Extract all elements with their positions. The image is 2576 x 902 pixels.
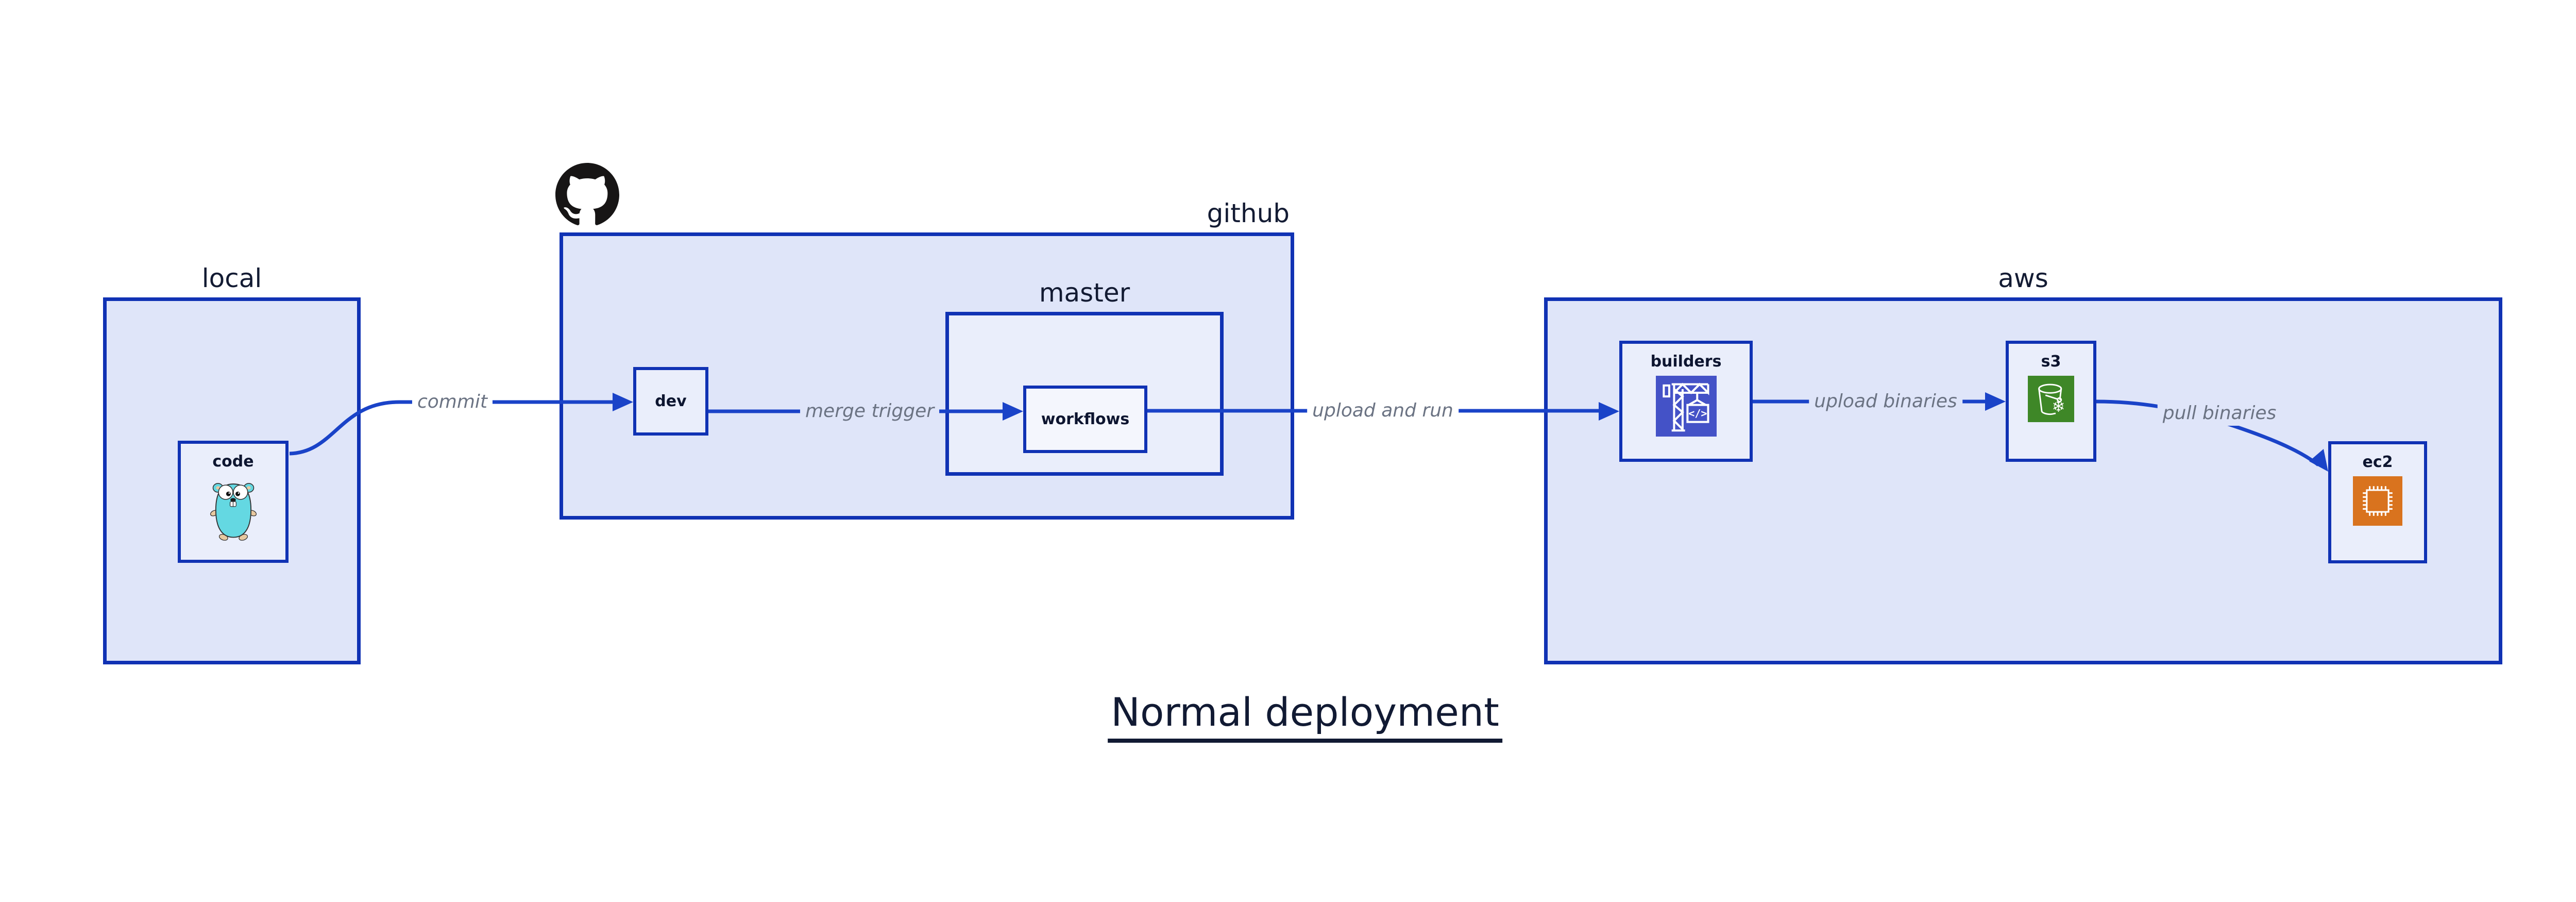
node-builders-label: builders: [1650, 353, 1722, 371]
node-s3-label: s3: [2041, 353, 2061, 371]
node-ec2-label: ec2: [2362, 453, 2393, 471]
node-workflows: workflows: [1023, 386, 1147, 453]
node-builders: builders </>: [1619, 341, 1753, 462]
bucket-snowflake-icon: ❄: [2027, 376, 2075, 424]
svg-text:❄: ❄: [2052, 398, 2065, 416]
container-label-local: local: [201, 263, 262, 293]
diagram-title: Normal deployment: [1108, 690, 1502, 743]
edge-label-upload-and-run: upload and run: [1307, 398, 1459, 423]
node-workflows-label: workflows: [1041, 410, 1130, 428]
node-code: code: [178, 441, 289, 563]
edge-label-upload-binaries: upload binaries: [1809, 389, 1962, 414]
svg-text:</>: </>: [1688, 407, 1707, 420]
container-label-github: github: [1207, 198, 1290, 228]
go-gopher-icon: [205, 476, 262, 544]
node-dev: dev: [633, 367, 708, 436]
crane-codebuild-icon: </>: [1655, 376, 1717, 439]
node-dev-label: dev: [655, 392, 687, 410]
github-octocat-icon: [555, 163, 619, 229]
edge-label-merge-trigger: merge trigger: [800, 399, 940, 424]
container-label-master: master: [1039, 278, 1130, 308]
edge-label-pull-binaries: pull binaries: [2157, 401, 2282, 426]
cpu-chip-icon: [2353, 476, 2402, 528]
edge-label-commit: commit: [412, 390, 493, 414]
node-ec2: ec2: [2328, 441, 2427, 563]
node-s3: s3 ❄: [2006, 341, 2096, 462]
container-label-aws: aws: [1998, 263, 2048, 293]
node-code-label: code: [212, 453, 254, 471]
